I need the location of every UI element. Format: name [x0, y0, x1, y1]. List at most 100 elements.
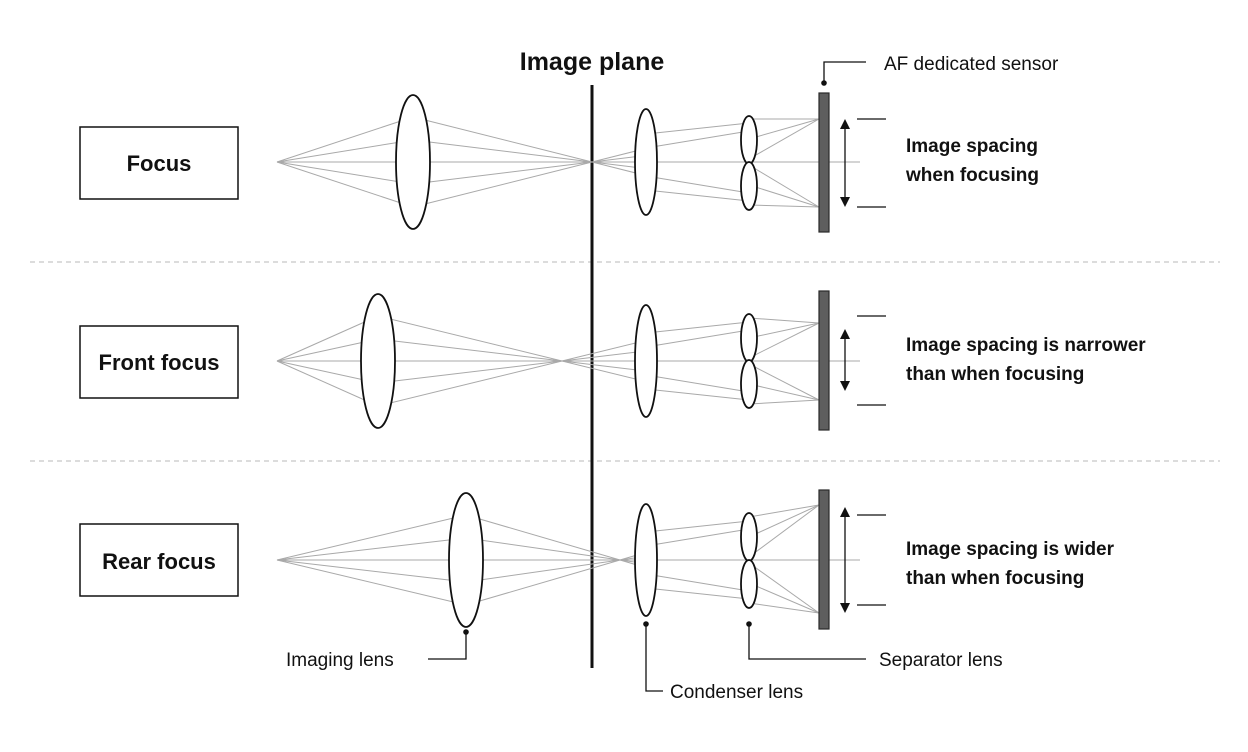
row-front-focus: Front focus Image spacing is narrower th… — [79, 290, 1151, 431]
description-line: Image spacing is narrower — [906, 335, 1146, 356]
ray — [561, 339, 647, 362]
description-line: when focusing — [905, 165, 1039, 186]
condenser-lens — [634, 503, 658, 617]
callout-imaging-lens: Imaging lens — [286, 629, 469, 671]
spacing-description: Image spacing when focusing — [905, 136, 1043, 186]
arrow-head-up — [840, 507, 850, 517]
separator-lens-lower — [740, 359, 758, 409]
arrow-head-up — [840, 119, 850, 129]
state-label-rear-focus: Rear focus — [102, 549, 216, 574]
imaging-lens-label: Imaging lens — [286, 650, 394, 671]
arrow-head-down — [840, 197, 850, 207]
ray — [748, 399, 820, 405]
ray — [748, 562, 820, 614]
ray — [748, 322, 820, 359]
ray — [561, 360, 647, 372]
ray — [645, 189, 750, 202]
separator-lens-upper — [740, 313, 758, 363]
callout-condenser-lens: Condenser lens — [643, 621, 803, 703]
af-sensor — [818, 92, 830, 233]
ray — [748, 204, 820, 208]
callout-leader — [428, 632, 467, 660]
ray — [276, 116, 414, 163]
ray — [748, 164, 820, 208]
row-rear-focus: Rear focus Image spacing is wider than w… — [79, 489, 1119, 630]
state-box-focus — [79, 126, 239, 200]
ray — [645, 528, 750, 547]
state-box-rear-focus — [79, 523, 239, 597]
ray — [377, 338, 563, 362]
ray — [645, 587, 750, 600]
callout-leader — [748, 624, 866, 660]
image-plane-label: Image plane — [520, 48, 665, 76]
row-focus: Focus Image spacing when focusing — [79, 92, 1043, 233]
ray — [276, 537, 467, 561]
ray — [377, 360, 563, 384]
separator-lens-upper — [740, 115, 758, 165]
ray — [748, 504, 820, 518]
ray — [465, 514, 621, 561]
separator-lens-lower — [740, 559, 758, 609]
ray — [465, 559, 621, 583]
ray — [748, 118, 820, 140]
ray — [465, 559, 621, 606]
description-line: Image spacing — [906, 136, 1038, 157]
ray-paths — [276, 116, 860, 614]
callout-af-sensor: AF dedicated sensor — [821, 54, 1059, 86]
callout-leader — [645, 624, 663, 692]
ray — [748, 504, 820, 558]
af-sensor-label: AF dedicated sensor — [884, 54, 1059, 75]
imaging-lens — [448, 492, 484, 628]
ray — [645, 388, 750, 401]
ray — [412, 139, 593, 163]
ray — [377, 315, 563, 362]
separator-lens-label: Separator lens — [879, 650, 1003, 671]
ray — [276, 559, 467, 606]
ray — [748, 383, 820, 401]
ray — [748, 118, 820, 160]
condenser-lens — [634, 108, 658, 216]
separator-lens-lower — [740, 161, 758, 211]
af-sensor — [818, 290, 830, 431]
imaging-lens — [360, 293, 396, 429]
arrow-head-down — [840, 381, 850, 391]
description-line: than when focusing — [906, 568, 1084, 589]
arrow-head-up — [840, 329, 850, 339]
separator-lens-upper — [740, 512, 758, 562]
state-label-front-focus: Front focus — [99, 350, 220, 375]
ray — [276, 161, 414, 185]
arrow-head-down — [840, 603, 850, 613]
ray — [412, 161, 593, 185]
description-line: than when focusing — [906, 364, 1084, 385]
description-line: Image spacing is wider — [906, 539, 1115, 560]
ray — [645, 329, 750, 348]
imaging-lens — [395, 94, 431, 230]
ray — [276, 559, 467, 583]
ray — [748, 504, 820, 538]
state-box-front-focus — [79, 325, 239, 399]
ray — [412, 161, 593, 208]
ray — [561, 360, 647, 383]
ray — [748, 602, 820, 614]
ray — [276, 360, 379, 407]
ray — [645, 122, 750, 135]
spacing-description: Image spacing is narrower than when focu… — [906, 335, 1151, 385]
ray — [276, 139, 414, 163]
ray — [645, 321, 750, 334]
ray — [748, 317, 820, 324]
callout-leader — [823, 61, 866, 83]
ray — [561, 350, 647, 362]
af-sensor — [818, 489, 830, 630]
spacing-description: Image spacing is wider than when focusin… — [906, 539, 1119, 589]
ray — [748, 363, 820, 401]
ray — [412, 116, 593, 163]
ray — [645, 175, 750, 194]
ray — [645, 520, 750, 533]
ray — [748, 184, 820, 208]
callout-separator-lens: Separator lens — [746, 621, 1003, 671]
ray — [748, 582, 820, 614]
ray — [377, 360, 563, 407]
ray — [276, 315, 379, 362]
ray — [748, 322, 820, 339]
